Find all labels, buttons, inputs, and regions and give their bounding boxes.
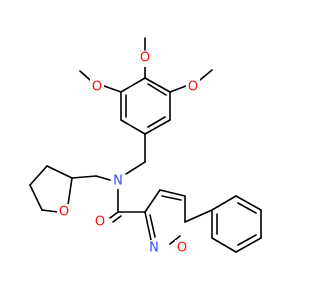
atom-label-amide-n: N xyxy=(113,174,123,189)
thf-methyl-substituent xyxy=(29,165,111,213)
atom-label-isoxazole-n: N xyxy=(149,241,159,256)
phenyl-ring xyxy=(184,195,262,253)
isoxazole-ring xyxy=(144,189,186,245)
trimethoxyphenyl-ring xyxy=(120,77,171,135)
atom-label-methoxy-left-o: O xyxy=(92,80,102,95)
molecule-diagram: O O O N O O N O xyxy=(29,37,262,256)
atom-label-thf-o: O xyxy=(59,205,69,220)
atom-label-carbonyl-o: O xyxy=(95,215,105,230)
atom-label-methoxy-top-o: O xyxy=(140,51,150,66)
methoxy-groups xyxy=(79,37,213,93)
benzyl-linker xyxy=(125,133,146,175)
carboxamide xyxy=(109,187,146,223)
atom-labels: O O O N O O N O xyxy=(57,51,200,256)
atom-label-isoxazole-o: O xyxy=(177,241,187,256)
atom-label-methoxy-right-o: O xyxy=(188,80,198,95)
